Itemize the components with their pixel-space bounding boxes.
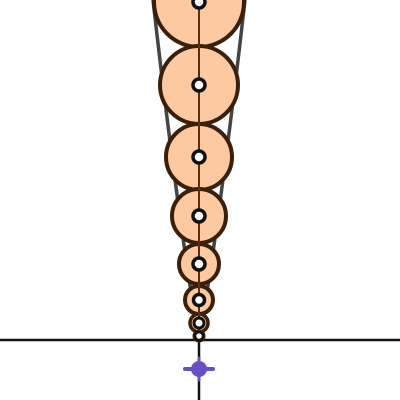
center-marker-7 — [192, 316, 206, 330]
center-marker-6 — [191, 292, 207, 308]
crosshair-point-icon[interactable] — [183, 356, 215, 382]
center-marker-2 — [191, 77, 207, 93]
center-marker-8 — [193, 330, 205, 342]
center-marker-1 — [191, 0, 207, 10]
center-marker-4 — [191, 208, 207, 224]
center-marker-5 — [191, 256, 207, 272]
center-marker-3 — [191, 149, 207, 165]
center-markers — [191, 0, 207, 342]
draggable-point[interactable] — [191, 361, 207, 377]
